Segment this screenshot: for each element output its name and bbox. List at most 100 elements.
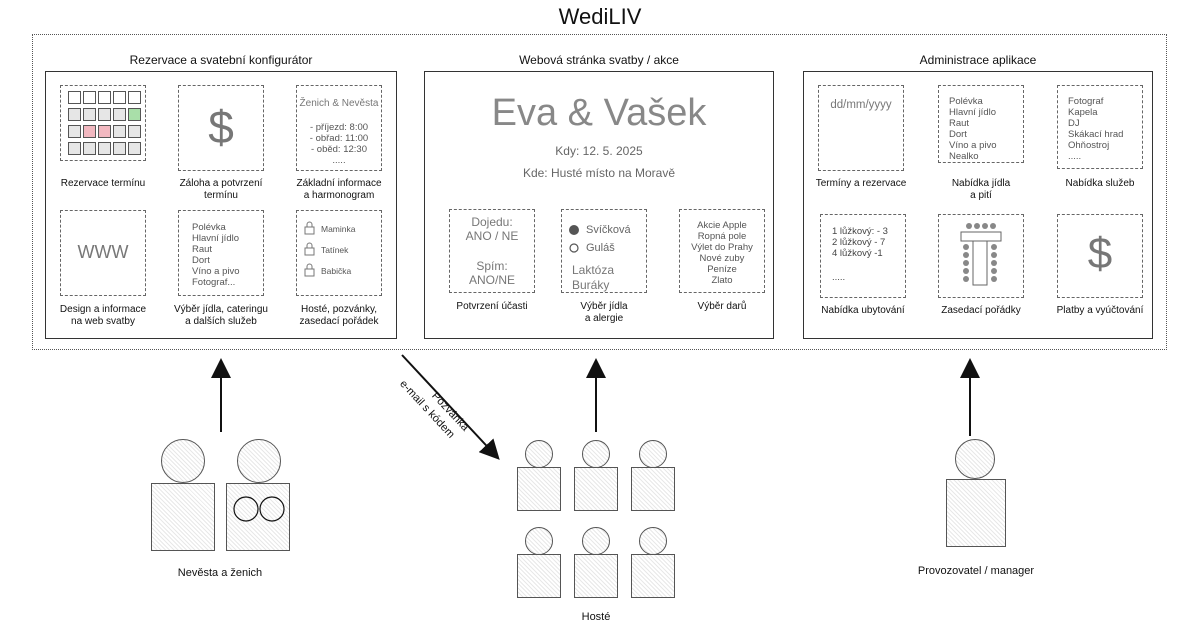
center-panel: Eva & Vašek Kdy: 12. 5. 2025 Kde: Husté … bbox=[424, 71, 774, 339]
rsvp-sleep-value: ANO/NE bbox=[468, 273, 515, 287]
manager-label: Provozovatel / manager bbox=[917, 565, 1035, 577]
calendar-day-cell bbox=[68, 108, 81, 121]
seating-caption: Zasedací pořádky bbox=[941, 305, 1021, 316]
calendar-day-cell bbox=[113, 142, 126, 155]
guest-head bbox=[525, 527, 553, 555]
guest-name-3: Babička bbox=[321, 266, 352, 276]
allergy-1: Laktóza bbox=[572, 263, 615, 277]
payments-card: $ bbox=[1057, 214, 1143, 298]
info-line-3: - oběd: 12:30 bbox=[311, 144, 367, 155]
rsvp-card: Dojedu: ANO / NE Spím: ANO/NE bbox=[449, 209, 535, 293]
lodging-line-4: ..... bbox=[832, 272, 846, 283]
calendar-day-cell bbox=[83, 125, 96, 138]
rsvp-arrive-value: ANO / NE bbox=[465, 229, 519, 243]
calendar-day-cell bbox=[98, 142, 111, 155]
info-line-4: ..... bbox=[332, 155, 346, 166]
gifts-card: Akcie Apple Ropná pole Výlet do Prahy No… bbox=[679, 209, 765, 293]
service-line-5: Ohňostroj bbox=[1068, 140, 1110, 151]
menu-line-5: Víno a pivo bbox=[949, 140, 997, 151]
calendar-day-cell bbox=[98, 91, 111, 104]
calendar-day-cell bbox=[83, 142, 96, 155]
left-panel: Rezervace termínu $ Záloha a potvrzení t… bbox=[45, 71, 397, 339]
dates-card: dd/mm/yyyy bbox=[818, 85, 904, 171]
guest-body bbox=[631, 554, 675, 598]
food-caption-line2: a dalších služeb bbox=[185, 316, 257, 327]
calendar-day-cell bbox=[68, 91, 81, 104]
food-caption-line1: Výběr jídla, cateringu bbox=[174, 304, 268, 315]
lodging-line-1: 1 lůžkový: - 3 bbox=[832, 226, 888, 237]
info-line-1: - příjezd: 8:00 bbox=[309, 122, 369, 133]
right-panel-title: Administrace aplikace bbox=[919, 53, 1037, 67]
food-card: Polévka Hlavní jídlo Raut Dort Víno a pi… bbox=[178, 210, 264, 296]
guest-body bbox=[517, 554, 561, 598]
menu-caption-line1: Nabídka jídla bbox=[951, 178, 1011, 189]
groom-head bbox=[237, 439, 281, 483]
guest-body bbox=[517, 467, 561, 511]
food-line-5: Víno a pivo bbox=[192, 266, 240, 277]
calendar-day-cell bbox=[113, 108, 126, 121]
food-line-3: Raut bbox=[192, 244, 213, 255]
dollar-icon: $ bbox=[208, 101, 234, 153]
bride-body bbox=[151, 483, 215, 551]
lodging-line-2: 2 lůžkový - 7 bbox=[832, 237, 886, 248]
lodging-card: 1 lůžkový: - 3 2 lůžkový - 7 4 lůžkový -… bbox=[820, 214, 906, 298]
rings-icon bbox=[233, 496, 285, 522]
food-line-2: Hlavní jídlo bbox=[192, 233, 239, 244]
deposit-caption-line1: Záloha a potvrzení bbox=[179, 178, 263, 189]
guest-body bbox=[631, 467, 675, 511]
guest-body bbox=[574, 554, 618, 598]
food-line-6: Fotograf... bbox=[192, 277, 236, 288]
design-card: WWW bbox=[60, 210, 146, 296]
deposit-caption-line2: termínu bbox=[204, 190, 238, 201]
calendar-day-cell bbox=[113, 125, 126, 138]
calendar-day-cell bbox=[128, 125, 141, 138]
calendar-day-cell bbox=[113, 91, 126, 104]
guests-caption-line1: Hosté, pozvánky, bbox=[301, 304, 377, 315]
services-card: Fotograf Kapela DJ Skákací hrad Ohňostro… bbox=[1057, 85, 1143, 169]
guest-head bbox=[639, 527, 667, 555]
calendar-day-cell bbox=[128, 91, 141, 104]
guests-card: Maminka Tatínek Babička bbox=[296, 210, 382, 296]
rsvp-caption: Potvrzení účasti bbox=[456, 301, 528, 312]
menu-card: Polévka Hlavní jídlo Raut Dort Víno a pi… bbox=[938, 85, 1024, 163]
guests-caption-line2: zasedací pořádek bbox=[299, 316, 379, 327]
rsvp-arrive-label: Dojedu: bbox=[471, 215, 513, 229]
bride-head bbox=[161, 439, 205, 483]
services-caption: Nabídka služeb bbox=[1065, 178, 1135, 189]
menu-caption-line2: a pití bbox=[970, 190, 992, 201]
service-line-3: DJ bbox=[1068, 118, 1080, 129]
info-caption-line1: Základní informace bbox=[296, 178, 382, 189]
info-heading: Ženich & Nevěsta bbox=[299, 98, 379, 109]
diagram-title: WediLIV bbox=[558, 4, 642, 29]
event-date: Kdy: 12. 5. 2025 bbox=[555, 144, 643, 158]
allergy-2: Buráky bbox=[572, 278, 610, 292]
menu-line-2: Hlavní jídlo bbox=[949, 107, 996, 118]
service-line-6: ..... bbox=[1068, 151, 1082, 162]
guest-name-1: Maminka bbox=[321, 224, 356, 234]
calendar-day-cell bbox=[83, 108, 96, 121]
calendar-day-cell bbox=[128, 108, 141, 121]
system-boundary bbox=[32, 34, 1167, 350]
service-line-4: Skákací hrad bbox=[1068, 129, 1124, 140]
calendar-day-cell bbox=[68, 125, 81, 138]
menu-line-6: Nealko bbox=[949, 151, 979, 162]
gift-line-5: Peníze bbox=[707, 264, 737, 275]
gift-line-4: Nové zuby bbox=[699, 253, 745, 264]
couple-names: Eva & Vašek bbox=[491, 92, 707, 134]
menu-line-3: Raut bbox=[949, 118, 970, 129]
guest-head bbox=[525, 440, 553, 468]
invitation-arrow bbox=[401, 354, 500, 460]
event-place: Kde: Husté místo na Moravě bbox=[522, 166, 676, 180]
reservation-card bbox=[60, 85, 146, 161]
center-panel-title: Webová stránka svatby / akce bbox=[519, 53, 679, 67]
left-panel-title: Rezervace a svatební konfigurátor bbox=[129, 53, 313, 67]
couple-label: Nevěsta a ženich bbox=[177, 567, 263, 579]
calendar-day-cell bbox=[98, 108, 111, 121]
info-line-2: - obřad: 11:00 bbox=[309, 133, 369, 144]
dates-caption: Termíny a rezervace bbox=[815, 178, 907, 189]
groom-body bbox=[226, 483, 290, 551]
meal-caption-line1: Výběr jídla bbox=[580, 301, 628, 312]
seating-card bbox=[938, 214, 1024, 298]
calendar-day-cell bbox=[128, 142, 141, 155]
